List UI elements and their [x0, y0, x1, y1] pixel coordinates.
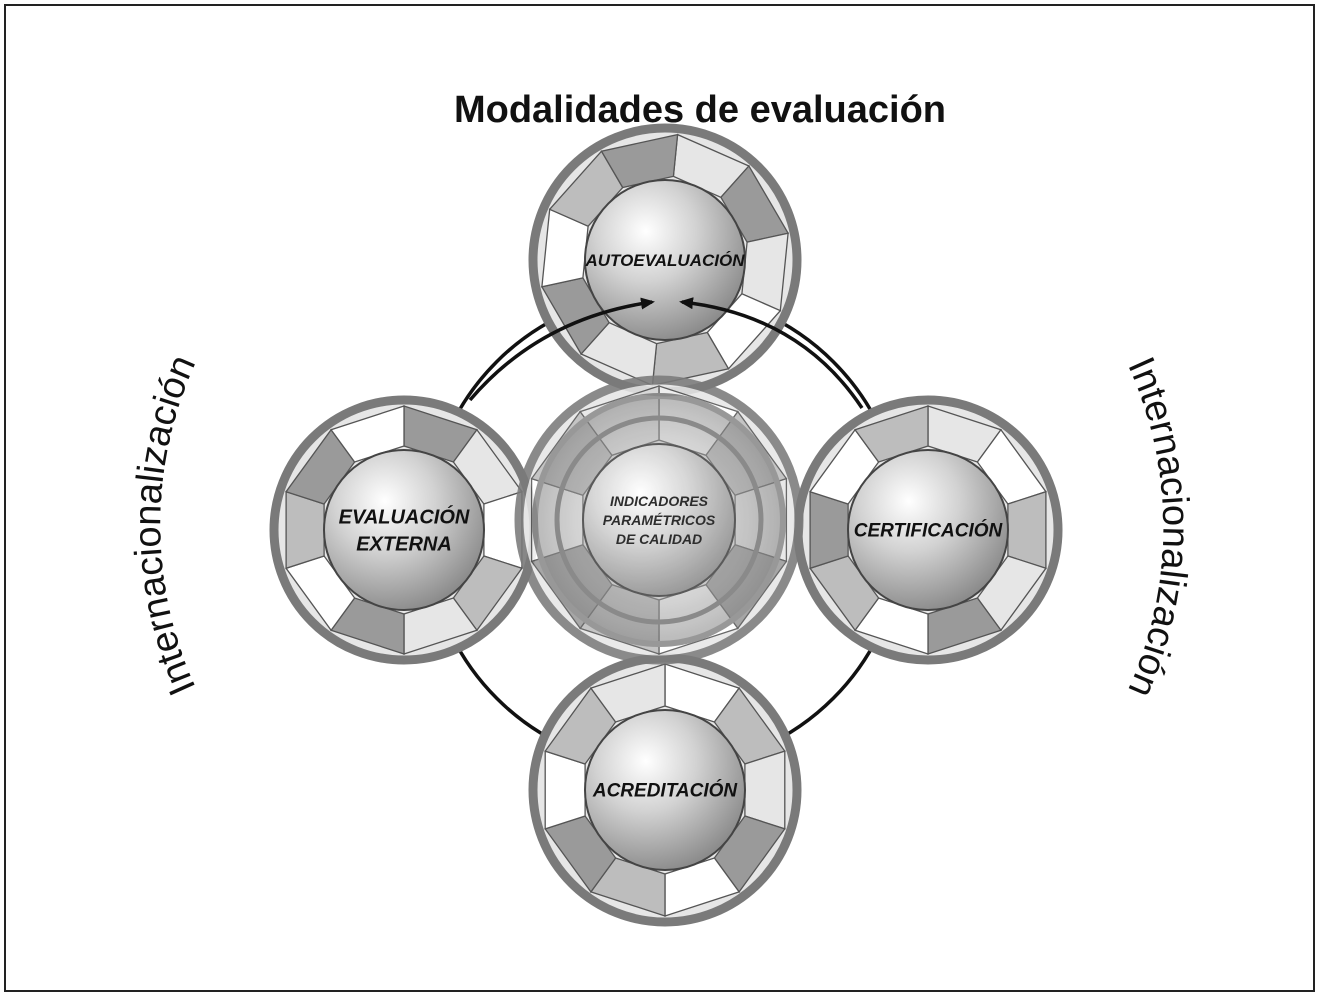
diagram-title: Modalidades de evaluación	[454, 89, 946, 131]
cycle-arrow-left	[468, 297, 655, 402]
node-facet	[744, 750, 786, 830]
node-right: CERTIFICACIÓN	[793, 395, 1063, 665]
nodes-layer: EVALUACIÓN EXTERNA CERTIFICACIÓN ACREDITACI…	[269, 123, 1063, 927]
node-label-left: EXTERNA	[356, 534, 452, 556]
side-label-left: Internacionalización	[127, 349, 204, 701]
node-top: AUTOEVALUACIÓN	[528, 123, 802, 397]
node-label-left: EVALUACIÓN	[339, 505, 470, 529]
node-label-bottom: ACREDITACIÓN	[592, 780, 739, 802]
node-sphere	[323, 449, 485, 611]
node-facet	[1007, 490, 1047, 570]
node-sphere	[582, 443, 736, 597]
node-sphere	[847, 449, 1009, 611]
node-label-right: CERTIFICACIÓN	[854, 520, 1004, 542]
node-bottom: ACREDITACIÓN	[528, 653, 802, 927]
node-facet	[809, 490, 849, 570]
node-label-center: DE CALIDAD	[616, 531, 702, 547]
side-label-right: Internacionalización	[1119, 351, 1196, 703]
cycle-arrow-right	[679, 297, 864, 409]
node-label-center: INDICADORES	[610, 493, 709, 509]
node-facet	[544, 750, 586, 830]
node-left: EVALUACIÓN EXTERNA	[269, 395, 539, 665]
node-label-top: AUTOEVALUACIÓN	[585, 251, 746, 270]
node-sphere	[584, 709, 746, 871]
node-facet	[285, 490, 325, 570]
node-sphere	[584, 179, 746, 341]
node-label-center: PARAMÉTRICOS	[603, 512, 716, 528]
node-center: INDICADORES PARAMÉTRICOS DE CALIDAD	[514, 375, 804, 665]
center-inner-ring	[554, 415, 764, 625]
